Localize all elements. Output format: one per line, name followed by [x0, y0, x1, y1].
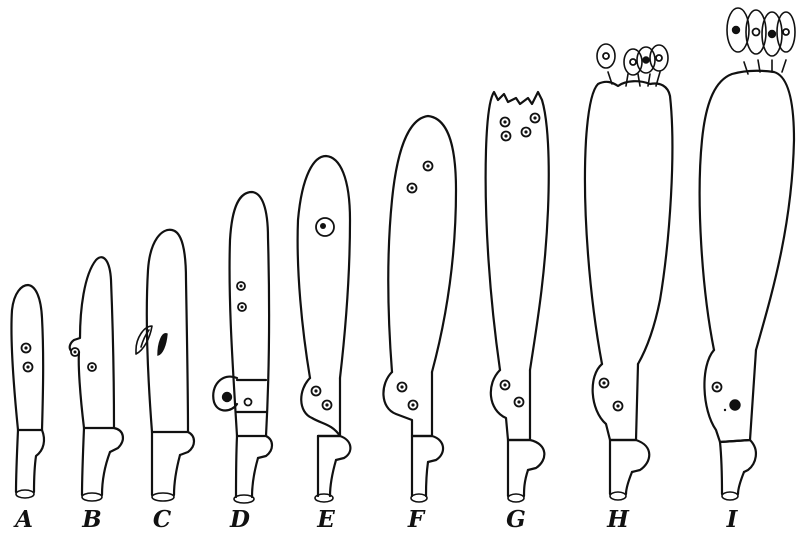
stage-d-lower-compartment: [237, 380, 266, 412]
stage-f-stalk: [412, 436, 428, 496]
stage-a-cell: [11, 285, 43, 430]
stage-d-dark-nucleus: [223, 393, 232, 402]
stage-c-dividing-nucleus-2: [158, 334, 167, 355]
stage-c-stalk: [152, 432, 180, 495]
stage-label-i: I: [727, 508, 738, 531]
stage-g-base: [508, 494, 524, 502]
stage-i-drawing: [700, 8, 795, 500]
stage-f-cell: [388, 116, 456, 372]
stage-e-lower-compartment: [301, 378, 340, 436]
stage-g-drawing: [486, 92, 549, 502]
stage-c-clamp: [152, 432, 194, 455]
stage-i-stalk: [720, 442, 744, 494]
stage-label-c: C: [153, 508, 171, 531]
stage-e-stalk: [318, 436, 336, 496]
stage-e-clamp: [318, 436, 350, 460]
stage-h-cell: [585, 81, 672, 364]
stage-b-base: [82, 493, 102, 501]
stage-b-cell: [70, 257, 114, 428]
stage-label-a: A: [15, 508, 33, 531]
stage-label-d: D: [230, 508, 250, 531]
stage-e-drawing: [298, 156, 351, 502]
stage-a-base: [16, 490, 34, 498]
stage-d-nucleus-3: [245, 399, 252, 406]
stage-label-h: H: [607, 508, 629, 531]
stage-f-clamp: [412, 436, 443, 462]
stage-g-cell: [486, 92, 549, 370]
stage-i-lower-compartment: [704, 350, 756, 442]
stage-b-clamp: [84, 428, 123, 452]
stage-i-clamp: [720, 440, 756, 472]
stage-f-drawing: [383, 116, 456, 502]
stage-g-lower-compartment: [491, 370, 530, 440]
stage-d-base: [234, 495, 254, 503]
stage-label-e: E: [317, 508, 335, 531]
stage-d-drawing: [213, 192, 272, 503]
stage-i-cell: [700, 71, 794, 350]
stage-c-base: [152, 493, 174, 501]
stage-a-drawing: [11, 285, 44, 498]
stage-i-base: [722, 492, 738, 500]
stage-label-b: B: [82, 508, 101, 531]
stage-g-clamp: [508, 440, 544, 470]
stage-h-clamp: [610, 440, 649, 472]
stage-g-stalk: [508, 440, 528, 496]
stage-c-drawing: [136, 230, 194, 501]
stage-e-base: [315, 494, 333, 502]
stage-label-g: G: [506, 508, 526, 531]
stage-d-stalk: [236, 436, 258, 497]
stage-i-small-dot: [724, 409, 726, 411]
stage-h-stalk: [610, 440, 632, 494]
stage-i-dark-nucleus: [730, 400, 740, 410]
stage-h-drawing: [585, 44, 672, 500]
stage-f-base: [411, 494, 427, 502]
stage-label-f: F: [408, 508, 424, 531]
stage-a-stalk: [16, 430, 44, 492]
stage-h-base: [610, 492, 626, 500]
stage-c-cell: [147, 230, 188, 432]
stage-d-clamp: [237, 436, 272, 458]
stage-b-drawing: [70, 257, 123, 501]
stage-e-cell: [298, 156, 350, 378]
stage-b-stalk: [82, 428, 110, 495]
